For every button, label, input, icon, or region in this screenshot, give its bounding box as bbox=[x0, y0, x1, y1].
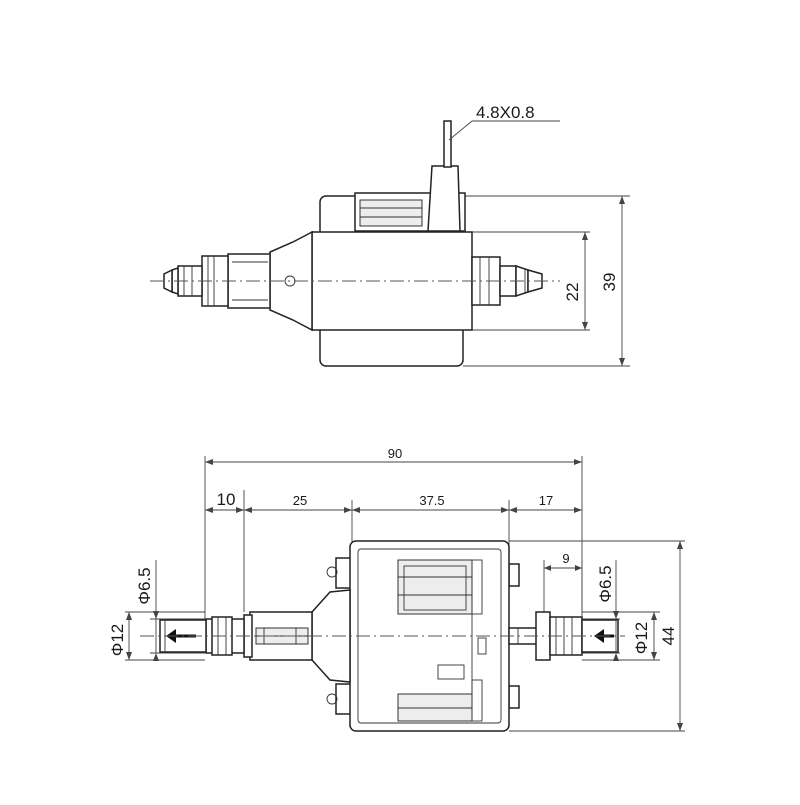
terminal-leader bbox=[448, 120, 560, 141]
seg-25-label: 25 bbox=[293, 493, 307, 508]
dim-chain bbox=[205, 507, 582, 513]
terminal-size-label: 4.8X0.8 bbox=[476, 103, 535, 122]
seg-37-5-label: 37.5 bbox=[419, 493, 444, 508]
dim-left-diameters bbox=[126, 560, 159, 661]
top-view-outlet-nozzle bbox=[471, 256, 543, 306]
dim-right-diameters bbox=[613, 560, 657, 661]
dim-90 bbox=[205, 459, 582, 465]
height-39-label: 39 bbox=[600, 273, 619, 292]
right-inner-diameter-label: Φ6.5 bbox=[596, 565, 615, 602]
length-90-label: 90 bbox=[388, 446, 402, 461]
dim-44 bbox=[677, 541, 683, 731]
height-22-label: 22 bbox=[563, 283, 582, 302]
seg-17-label: 17 bbox=[539, 493, 553, 508]
mounting-tabs bbox=[326, 557, 520, 715]
tip-9-label: 9 bbox=[562, 551, 569, 566]
bottom-view: 90 10 25 37.5 17 9 bbox=[108, 446, 685, 732]
bottom-view-extension-lines bbox=[125, 456, 685, 732]
dim-9 bbox=[544, 565, 582, 571]
seg-10-label: 10 bbox=[217, 490, 236, 509]
top-view: 4.8X0.8 22 39 bbox=[150, 103, 630, 367]
terminal-pin bbox=[443, 120, 452, 168]
right-outer-diameter-label: Φ12 bbox=[632, 622, 651, 654]
top-view-extension-lines bbox=[463, 195, 630, 367]
left-inner-diameter-label: Φ6.5 bbox=[135, 567, 154, 604]
height-44-label: 44 bbox=[659, 627, 678, 646]
dim-39 bbox=[619, 196, 625, 366]
top-view-terminal-block bbox=[354, 120, 466, 232]
left-outer-diameter-label: Φ12 bbox=[108, 624, 127, 656]
dim-22 bbox=[582, 232, 588, 330]
